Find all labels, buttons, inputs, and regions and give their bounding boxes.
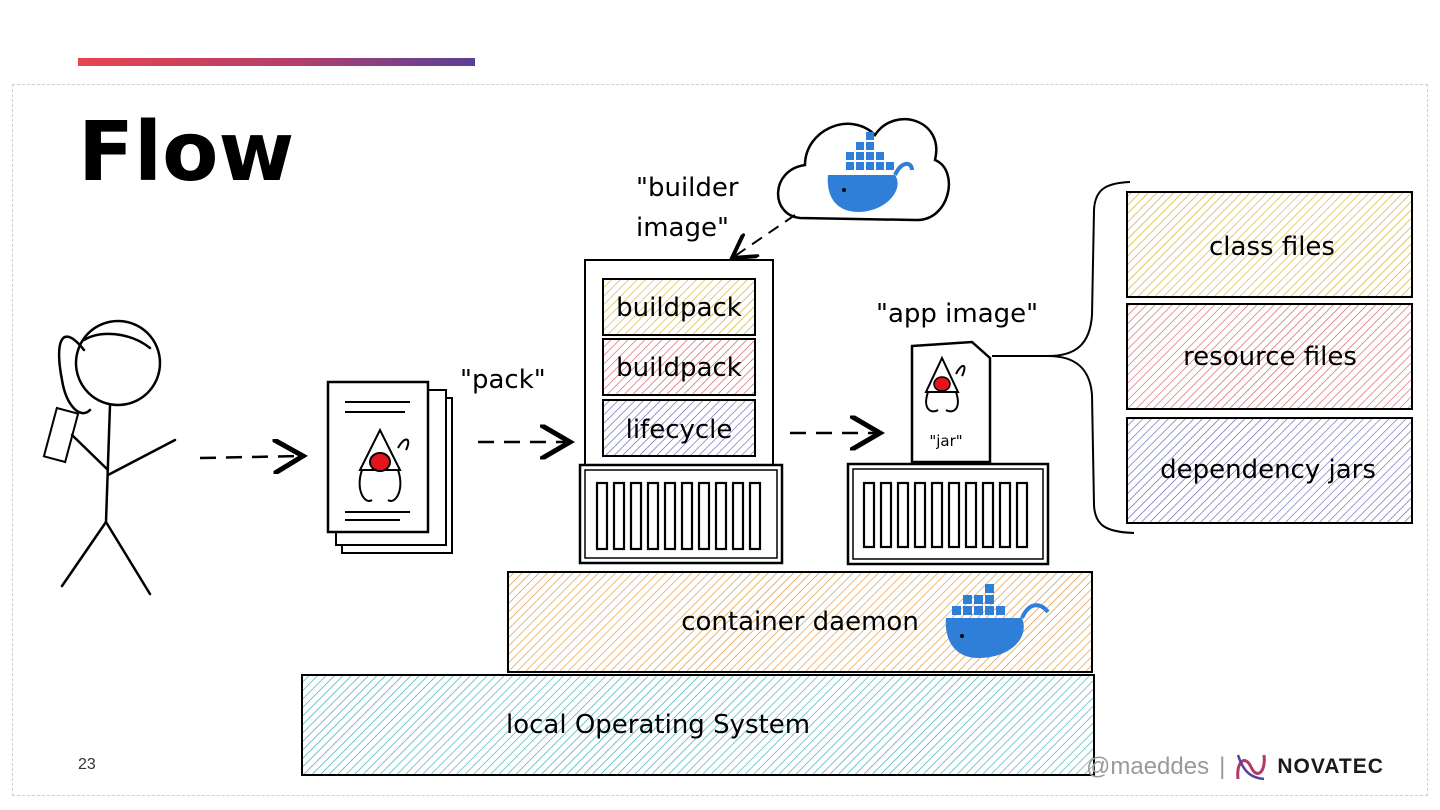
- jar-content-3: dependency jars: [1126, 417, 1413, 524]
- footer-handle: @maeddes: [1086, 753, 1210, 780]
- jar-content-2: resource files: [1126, 303, 1413, 410]
- footer-separator: |: [1219, 753, 1226, 780]
- builder-image-label-line1: "builder: [636, 173, 739, 203]
- slide-title: Flow: [78, 105, 295, 200]
- jar-content-2-label: resource files: [1183, 342, 1357, 372]
- jar-label: "jar": [929, 432, 962, 450]
- jar-file-icon: "jar": [910, 340, 992, 464]
- local-os-layer: local Operating System: [301, 674, 1095, 776]
- accent-bar: [78, 58, 475, 66]
- app-container-icon: [846, 462, 1050, 566]
- local-os-label: local Operating System: [506, 710, 810, 740]
- footer-branding: @maeddes | NOVATEC: [1086, 750, 1384, 784]
- builder-layer-3-label: lifecycle: [626, 415, 733, 445]
- app-image-label: "app image": [876, 299, 1038, 329]
- builder-layer-1-label: buildpack: [616, 293, 742, 323]
- arrow-cloud-to-builder: [732, 214, 796, 258]
- brand-name: NOVATEC: [1277, 755, 1384, 778]
- builder-layer-2-label: buildpack: [616, 353, 742, 383]
- page-number: 23: [78, 756, 96, 773]
- container-daemon-layer: container daemon: [507, 571, 1093, 673]
- source-code-docs-icon: [326, 380, 453, 554]
- builder-layer-2: buildpack: [602, 338, 756, 396]
- slide-frame: [12, 84, 1428, 796]
- novatec-logo-icon: [1236, 754, 1267, 781]
- arrow-developer-to-source: [199, 456, 303, 458]
- builder-layer-1: buildpack: [602, 278, 756, 336]
- registry-cloud-icon: [776, 118, 951, 222]
- builder-layer-3: lifecycle: [602, 399, 756, 457]
- builder-container-icon: [578, 463, 784, 565]
- builder-image-label-line2: image": [636, 213, 729, 243]
- jar-content-1-label: class files: [1209, 232, 1335, 262]
- jar-content-1: class files: [1126, 191, 1413, 298]
- container-daemon-label: container daemon: [681, 607, 919, 637]
- docker-whale-icon: [945, 584, 1050, 658]
- jar-contents-brace: [992, 181, 1135, 534]
- developer-figure-icon: [42, 319, 177, 596]
- jar-content-3-label: dependency jars: [1160, 455, 1376, 485]
- pack-label: "pack": [460, 365, 546, 395]
